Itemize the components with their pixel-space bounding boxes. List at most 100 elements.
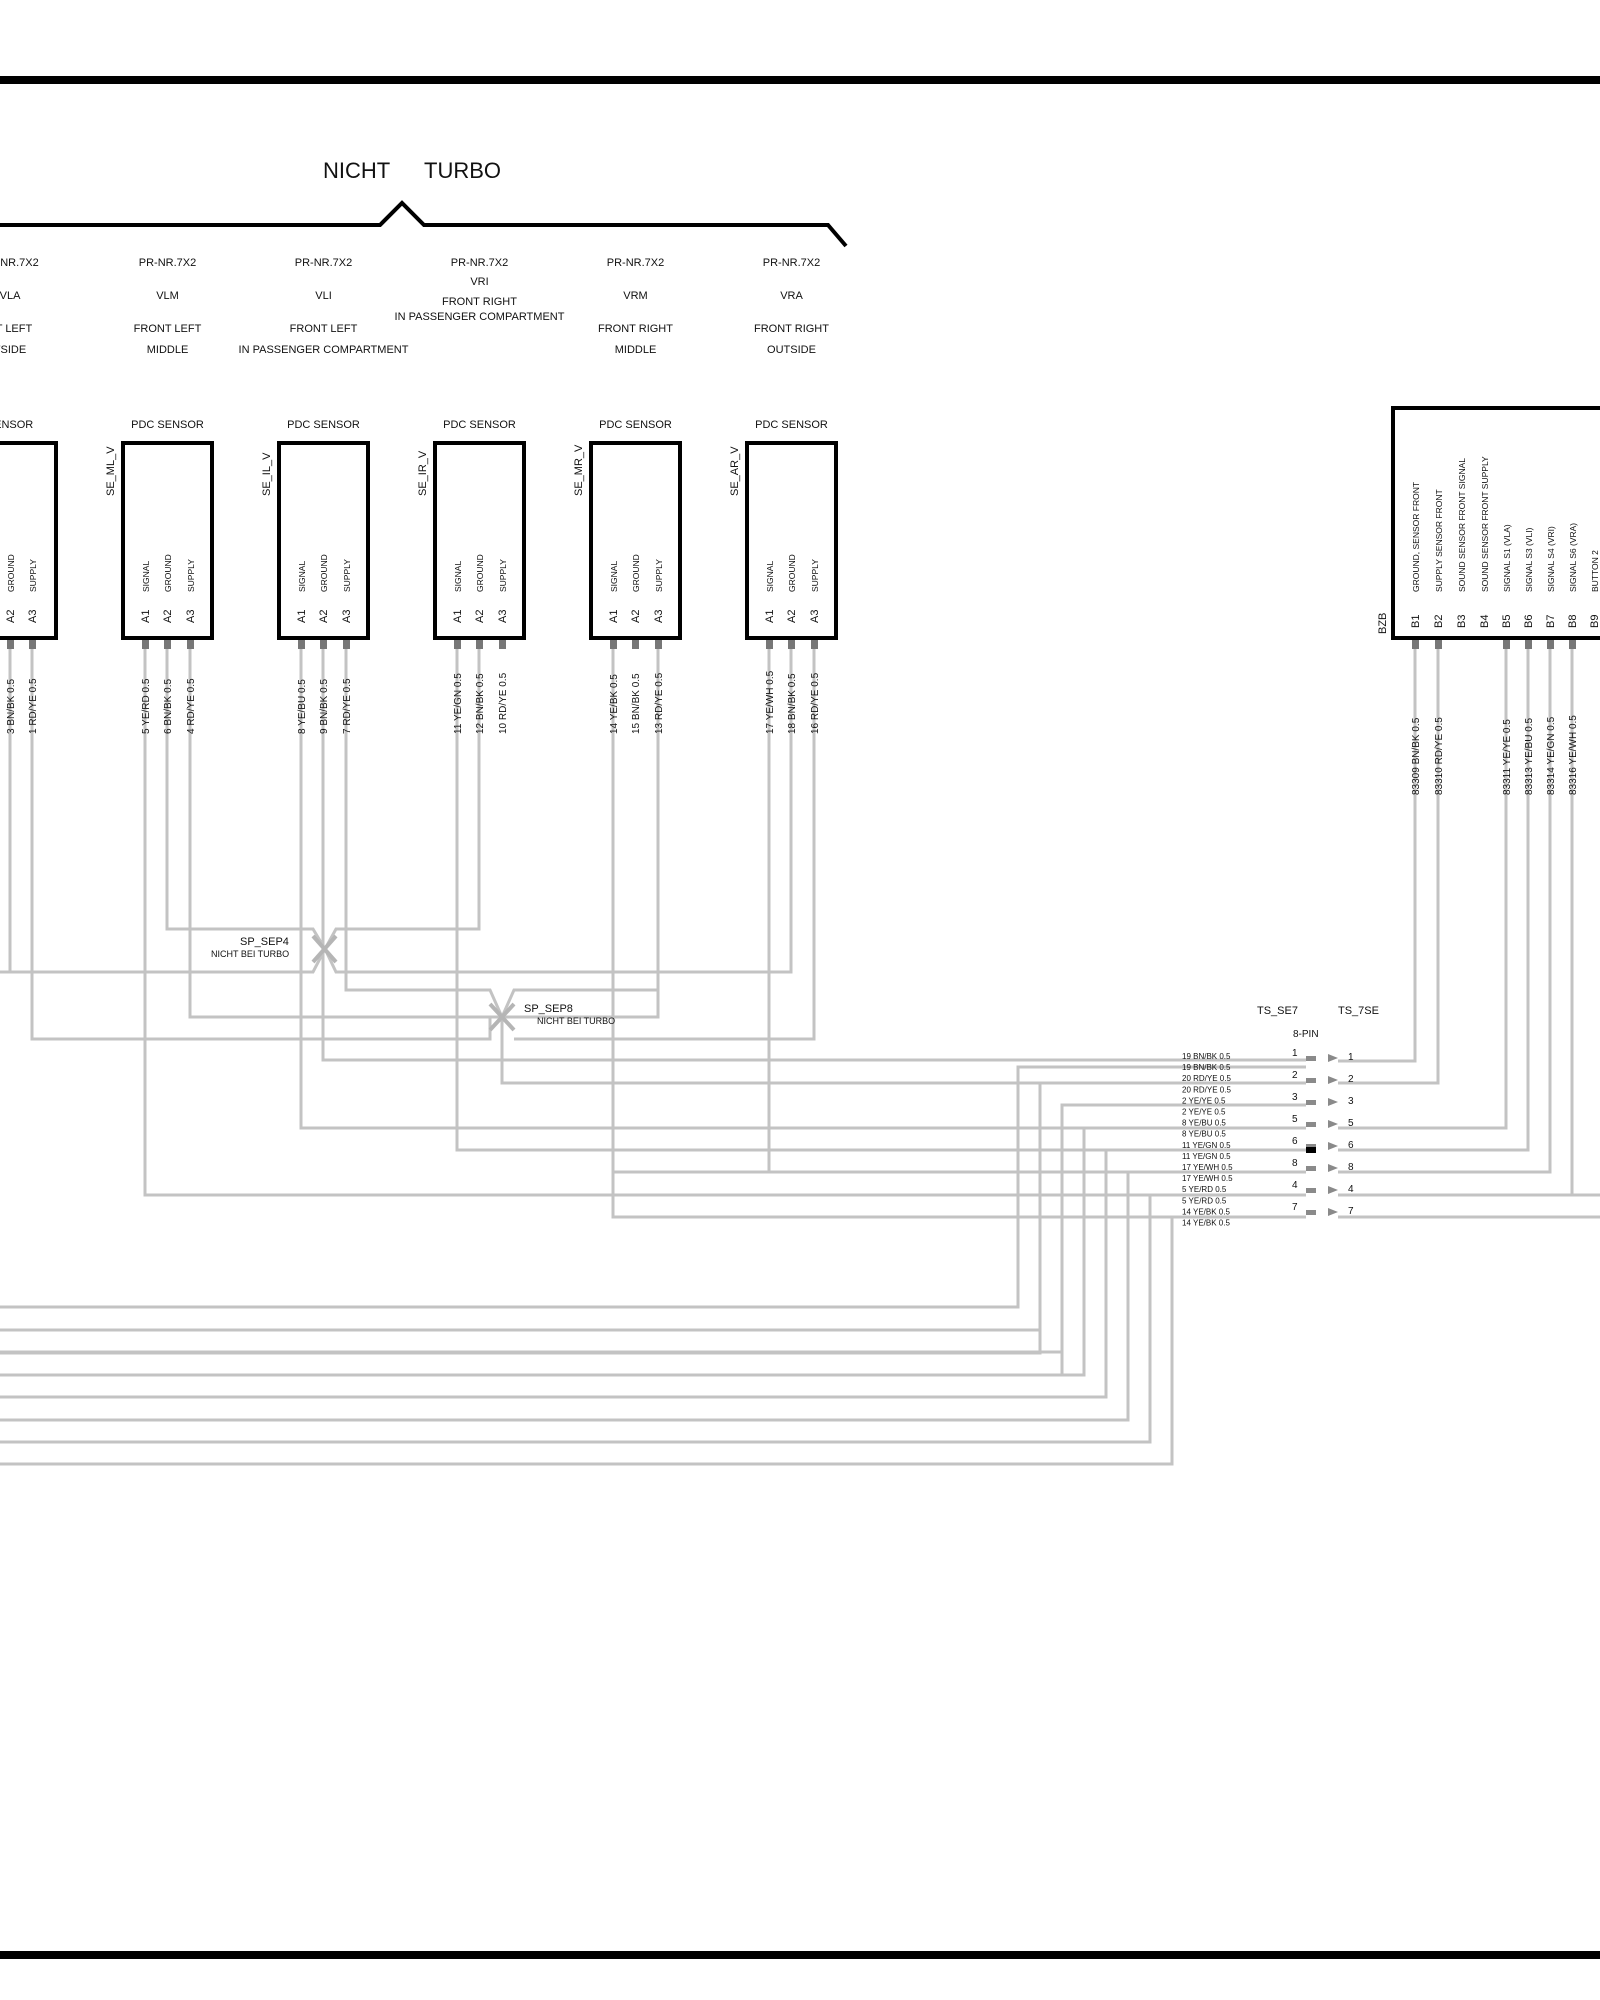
- connector-left-pin-number: 5: [1292, 1114, 1298, 1125]
- wire: [1338, 649, 1530, 1152]
- sensor-group: PR-NR.7X2VLANT LEFTTSIDESENSORGROUNDA2SU…: [0, 257, 838, 734]
- module-pin-function: SIGNAL S1 (VLA): [1502, 524, 1512, 592]
- connector-wire-label: 11 YE/GN 0.5: [1182, 1141, 1231, 1150]
- connector-right-terminal: [1328, 1054, 1338, 1062]
- splice-name-sep8: SP_SEP8: [524, 1003, 573, 1015]
- wire: [1338, 649, 1552, 1174]
- sensor-pin-id: A1: [764, 610, 776, 623]
- wire: [1338, 649, 1417, 1063]
- sensor-pin-terminal: [187, 640, 194, 649]
- module-pin-id: B4: [1479, 615, 1491, 628]
- connector-right-terminal: [1328, 1142, 1338, 1150]
- sensor-pin-id: A3: [341, 610, 353, 623]
- module-pin-function: SIGNAL S3 (VLI): [1524, 527, 1534, 592]
- connector-wire-label: 11 YE/GN 0.5: [1182, 1152, 1231, 1161]
- connector-black-terminal: [1306, 1147, 1316, 1153]
- sensor-wire-label: 1 RD/YE 0.5: [28, 678, 39, 734]
- wire: [10, 649, 793, 974]
- sensor-pin-function: GROUND: [163, 554, 173, 592]
- module-pin-function: BUTTON 2: [1590, 550, 1600, 592]
- sensor-pin-function: SUPPLY: [342, 559, 352, 592]
- wire: [143, 649, 1306, 1197]
- sensor-pin-id: A2: [630, 610, 642, 623]
- sensor-body: [0, 441, 58, 640]
- connector-wire-label: 2 YE/YE 0.5: [1182, 1096, 1226, 1105]
- sensor-pin-terminal: [788, 640, 795, 649]
- sensor-pin-function: GROUND: [631, 554, 641, 592]
- sensor-pin-id: A1: [296, 610, 308, 623]
- sensor-ref-label: SE_IR_V: [417, 450, 429, 496]
- sensor-pin-id: A2: [5, 610, 17, 623]
- pdc-sensor-vla: PR-NR.7X2VLANT LEFTTSIDESENSORGROUNDA2SU…: [0, 257, 58, 734]
- module-pin-terminal: [1547, 640, 1554, 649]
- sensor-pin-id: A1: [140, 610, 152, 623]
- splice-name-sep4: SP_SEP4: [240, 936, 289, 948]
- sensor-code: VRI: [470, 276, 488, 288]
- wire-run: [0, 1170, 1306, 1422]
- sensor-location-detail: MIDDLE: [147, 344, 189, 356]
- wire-run: [0, 1215, 1306, 1466]
- sensor-pin-terminal: [766, 640, 773, 649]
- module-wire-label: 83310 RD/YE 0.5: [1434, 717, 1445, 795]
- sensor-wire-label: 3 BN/BK 0.5: [6, 679, 17, 734]
- sensor-part-number: PR-NR.7X2: [0, 257, 39, 269]
- sensor-pin-function: SIGNAL: [765, 561, 775, 592]
- sensor-pin-id: A2: [318, 610, 330, 623]
- wire: [500, 1017, 1306, 1085]
- splice-note-sep8: NICHT BEI TURBO: [537, 1016, 615, 1026]
- connector-right-name: TS_7SE: [1338, 1005, 1379, 1017]
- sensor-pin-function: SIGNAL: [141, 561, 151, 592]
- connector-wire-label: 19 BN/BK 0.5: [1182, 1052, 1231, 1061]
- connector-wire-label: 17 YE/WH 0.5: [1182, 1163, 1233, 1172]
- sensor-title: PDC SENSOR: [443, 419, 516, 431]
- module-wire-label: 83311 YE/YE 0.5: [1502, 719, 1513, 795]
- sensor-pin-id: A3: [27, 610, 39, 623]
- sensor-body: [121, 441, 214, 640]
- sensor-pin-terminal: [476, 640, 483, 649]
- splice-sp-sep4: SP_SEP4 NICHT BEI TURBO: [211, 934, 338, 964]
- connector-wire-label: 14 YE/BK 0.5: [1182, 1219, 1230, 1228]
- sensor-part-number: PR-NR.7X2: [607, 257, 664, 269]
- wire-group: [0, 649, 1600, 1466]
- connector-left-terminal: [1306, 1122, 1316, 1127]
- connector-left-pin-number: 4: [1292, 1180, 1298, 1191]
- connector-wire-label: 2 YE/YE 0.5: [1182, 1108, 1226, 1117]
- sensor-title: PDC SENSOR: [131, 419, 204, 431]
- sensor-part-number: PR-NR.7X2: [295, 257, 352, 269]
- sensor-location: FRONT LEFT: [290, 323, 358, 335]
- sensor-wire-label: 10 RD/YE 0.5: [498, 672, 509, 734]
- module-pin-b9: BUTTON 2B9: [1589, 550, 1600, 628]
- connector-left-pin-number: 1: [1292, 1048, 1298, 1059]
- module-pin-id: B1: [1410, 615, 1422, 628]
- sensor-pin-terminal: [454, 640, 461, 649]
- sensor-pin-terminal: [632, 640, 639, 649]
- sensor-pin-id: A2: [474, 610, 486, 623]
- wire-run: [0, 1065, 1306, 1309]
- sensor-pin-function: SUPPLY: [186, 559, 196, 592]
- sensor-pin-terminal: [811, 640, 818, 649]
- module-pin-function: SIGNAL S4 (VRI): [1546, 526, 1556, 592]
- sensor-pin-function: SUPPLY: [498, 559, 508, 592]
- connector-left-terminal: [1306, 1210, 1316, 1215]
- sensor-wire-label: 18 BN/BK 0.5: [787, 673, 798, 734]
- connector-right-terminal: [1328, 1186, 1338, 1194]
- wire-run: [0, 1128, 1064, 1377]
- connector-left-pin-number: 3: [1292, 1092, 1298, 1103]
- sensor-location-detail: IN PASSENGER COMPARTMENT: [395, 311, 565, 323]
- wire: [1338, 649, 1508, 1130]
- connector-left-pin-number: 6: [1292, 1136, 1298, 1147]
- sensor-pin-terminal: [320, 640, 327, 649]
- sensor-location-detail: IN PASSENGER COMPARTMENT: [239, 344, 409, 356]
- module-wire-label: 83314 YE/GN 0.5: [1546, 716, 1557, 795]
- module-pin-terminal: [1435, 640, 1442, 649]
